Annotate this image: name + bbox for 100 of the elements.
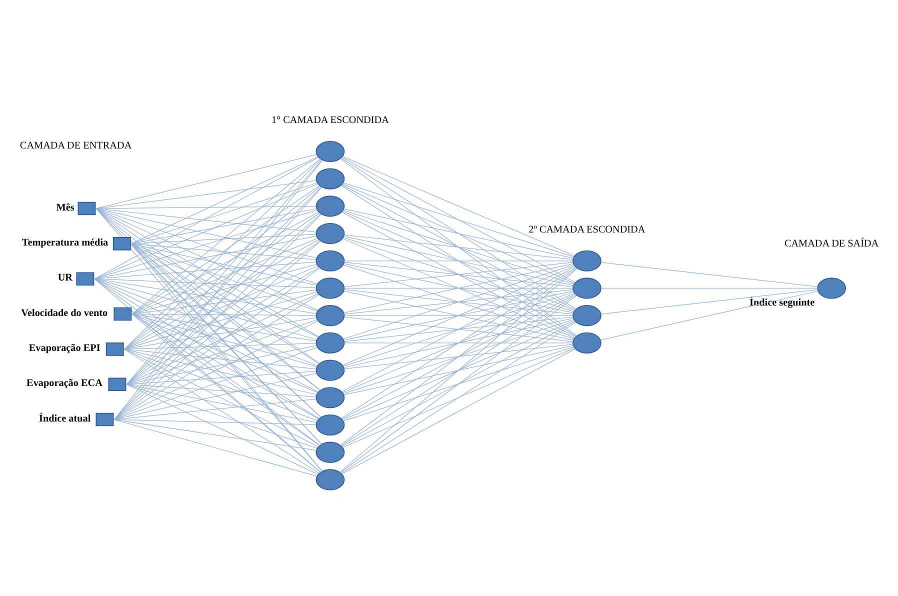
connector [124, 239, 319, 350]
connector [96, 208, 320, 338]
connector [342, 156, 575, 256]
connector [126, 319, 318, 385]
connector [342, 184, 576, 310]
connector [114, 419, 316, 425]
connector [132, 314, 318, 393]
connector [126, 370, 316, 385]
node-circle [316, 140, 345, 162]
node-circle [316, 196, 345, 217]
node-circle [316, 442, 345, 463]
node-circle [572, 332, 602, 354]
connector [130, 182, 318, 244]
node-circle [572, 278, 602, 299]
connector [344, 208, 574, 258]
connector [126, 293, 318, 385]
connector [132, 185, 320, 314]
connector [600, 290, 818, 340]
node-label: Evaporação EPI [28, 343, 100, 354]
connector [132, 314, 320, 420]
connector [344, 315, 573, 316]
connector [130, 208, 317, 244]
connector [124, 212, 320, 350]
node-circle [316, 387, 345, 408]
connector [126, 266, 320, 385]
node-circle [316, 305, 345, 326]
node-circle [316, 250, 345, 272]
connector [94, 183, 318, 280]
connector [94, 278, 316, 288]
connector [124, 348, 316, 370]
connector [114, 372, 317, 420]
node-circle [316, 414, 345, 436]
connector [342, 292, 574, 367]
connector [114, 294, 320, 420]
connector [342, 238, 575, 338]
connector [342, 292, 575, 393]
connector [126, 384, 318, 475]
connector [124, 348, 317, 395]
connector [124, 292, 318, 350]
connector [600, 288, 818, 289]
connector [342, 237, 574, 312]
node-circle [572, 250, 602, 272]
connector [124, 348, 319, 448]
label: 2º CAMADA ESCONDIDA [528, 224, 646, 236]
connector [94, 278, 320, 419]
connector [344, 316, 574, 342]
connector [344, 236, 574, 286]
connector [600, 262, 818, 288]
connector [344, 318, 574, 368]
node-label: Mês [56, 202, 74, 214]
connector [132, 314, 321, 472]
connector [344, 263, 574, 314]
connector [96, 208, 317, 258]
connector [342, 157, 576, 283]
connector [130, 243, 316, 260]
connector [94, 157, 319, 280]
node-circle [316, 222, 345, 244]
connector [342, 319, 574, 394]
connector [130, 243, 319, 338]
node-label: Índice atual [39, 413, 91, 424]
connector [132, 314, 316, 342]
connector [96, 208, 317, 232]
connector [94, 278, 318, 366]
node-circle [817, 278, 846, 299]
connector [340, 294, 576, 446]
connector [126, 384, 318, 449]
node-circle [316, 278, 345, 299]
connector [342, 266, 575, 366]
connector [114, 320, 318, 420]
connector [114, 268, 320, 420]
node-label: Temperatura média [22, 238, 108, 249]
connector [132, 264, 318, 314]
connector [342, 321, 576, 447]
connector [340, 185, 576, 337]
connector [342, 294, 576, 420]
connector [342, 264, 574, 340]
connector [96, 208, 320, 364]
connector [130, 243, 317, 286]
connector [342, 266, 576, 392]
connector [114, 419, 318, 477]
connector [344, 260, 573, 262]
connector [96, 154, 317, 209]
node-circle [316, 168, 345, 190]
connector [344, 344, 574, 370]
connector [342, 346, 574, 422]
connector [96, 180, 317, 209]
connector [342, 212, 576, 338]
node-circle [316, 360, 345, 381]
connector [342, 348, 576, 474]
connector [344, 234, 574, 260]
label: CAMADA DE SAÍDA [784, 238, 879, 250]
node-circle [316, 332, 345, 354]
node-circle [572, 305, 602, 326]
connector [342, 320, 575, 420]
node-circle [316, 469, 345, 490]
connector [340, 322, 576, 474]
label: 1° CAMADA ESCONDIDA [271, 114, 389, 126]
connector [124, 348, 320, 474]
connector [94, 278, 318, 340]
connector [344, 345, 574, 396]
